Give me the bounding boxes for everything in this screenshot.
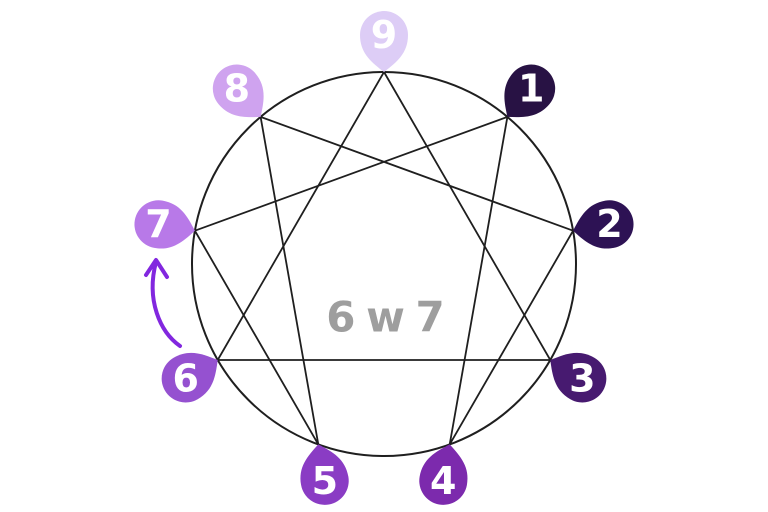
pin-5 <box>300 444 349 505</box>
hexad-lines <box>193 115 575 445</box>
pin-6-number: 6 <box>172 357 198 401</box>
pin-9-number: 9 <box>371 13 397 57</box>
pin-7-number: 7 <box>145 202 171 246</box>
pin-3-number: 3 <box>569 357 595 401</box>
pin-3 <box>550 352 607 403</box>
pin-5-shape <box>300 444 349 505</box>
pin-8-number: 8 <box>224 67 250 111</box>
pin-1-number: 1 <box>518 67 544 111</box>
center-wing-label: 6 w 7 <box>326 292 446 342</box>
pin-6 <box>161 352 218 403</box>
pin-8-shape <box>212 64 264 118</box>
pin-3-shape <box>550 352 607 403</box>
pin-9 <box>360 11 408 72</box>
pin-7 <box>134 200 195 249</box>
pin-7-shape <box>134 200 195 249</box>
pin-4-shape <box>419 444 468 505</box>
pin-2-number: 2 <box>596 202 622 246</box>
triangle-lines <box>216 70 552 361</box>
pin-2 <box>573 200 634 249</box>
enneagram-circle <box>191 71 577 457</box>
pin-5-number: 5 <box>312 459 338 503</box>
pin-1 <box>504 64 556 118</box>
wing-arrow-head <box>144 258 169 279</box>
pin-4-number: 4 <box>430 459 456 503</box>
wing-arrow <box>150 260 182 348</box>
pin-4 <box>419 444 468 505</box>
pin-9-shape <box>360 11 408 72</box>
pin-8 <box>212 64 264 118</box>
pin-2-shape <box>573 200 634 249</box>
pin-1-shape <box>504 64 556 118</box>
pin-6-shape <box>161 352 218 403</box>
